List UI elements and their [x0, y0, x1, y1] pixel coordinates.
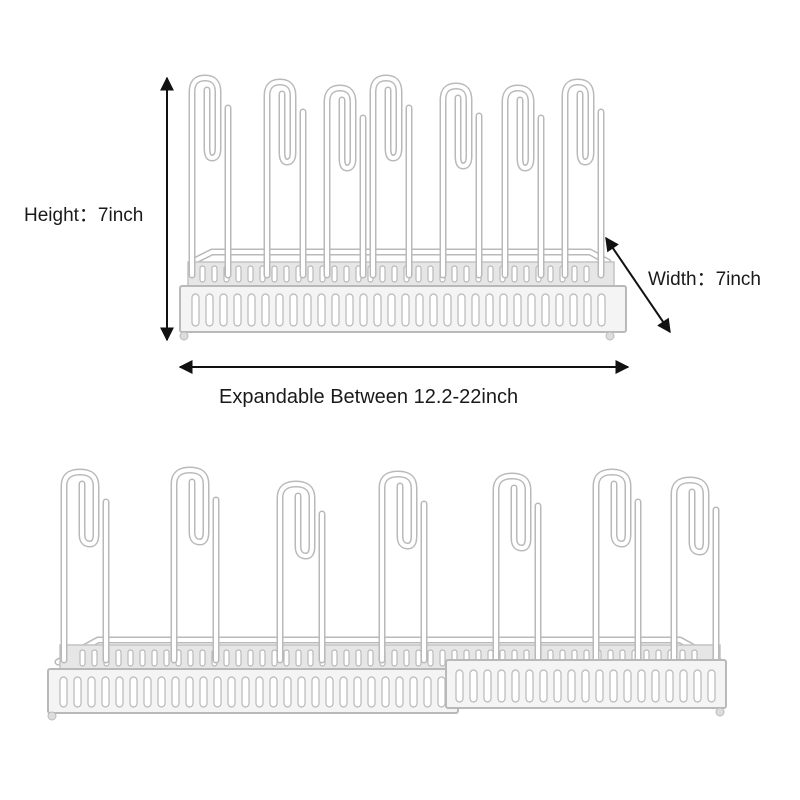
expandable-label: Expandable Between 12.2-22inch — [219, 386, 519, 408]
bottom-divider — [276, 480, 326, 664]
bottom-rack — [47, 466, 727, 721]
bottom-divider — [170, 466, 220, 664]
height-label: Height：7inch — [24, 205, 144, 226]
top-divider — [188, 74, 232, 279]
bottom-divider — [378, 470, 428, 664]
top-rack — [179, 74, 627, 341]
width-arrow — [605, 236, 671, 334]
top-divider — [369, 74, 413, 279]
top-divider — [501, 84, 545, 279]
top-divider — [323, 84, 367, 279]
width-label: Width：7inch — [648, 269, 761, 290]
bottom-divider — [592, 468, 642, 664]
top-divider — [561, 78, 605, 279]
bottom-divider — [60, 468, 110, 664]
top-divider — [439, 82, 483, 279]
top-divider — [263, 78, 307, 279]
bottom-divider — [492, 472, 542, 664]
bottom-divider — [670, 476, 720, 664]
